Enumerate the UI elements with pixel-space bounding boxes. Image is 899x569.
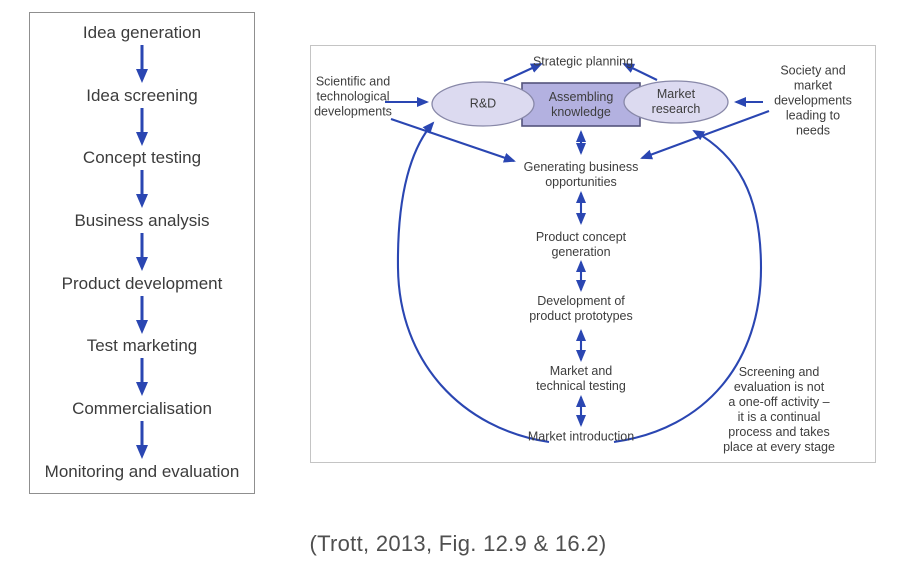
label-rd: R&D (469, 96, 497, 111)
step-idea-generation: Idea generation (82, 23, 202, 42)
label-assembling-knowledge: Assembling knowledge (548, 90, 614, 119)
step-monitoring-evaluation: Monitoring and evaluation (44, 461, 240, 481)
down-arrow-icon (136, 295, 148, 334)
label-development-prototypes: Development of product prototypes (529, 294, 633, 323)
down-arrow-icon (136, 420, 148, 459)
down-arrow-icon (136, 232, 148, 271)
label-market-research: Market research (651, 87, 701, 116)
down-arrow-icon (136, 170, 148, 209)
label-society-developments: Society and market developments leading … (774, 63, 852, 138)
step-business-analysis: Business analysis (74, 211, 210, 231)
label-market-introduction: Market introduction (527, 429, 635, 444)
label-scientific-developments: Scientific and technological development… (314, 74, 392, 119)
step-test-marketing: Test marketing (86, 336, 198, 356)
figure-caption: (Trott, 2013, Fig. 12.9 & 16.2) (309, 531, 607, 556)
down-arrow-icon (136, 44, 148, 83)
label-market-testing: Market and technical testing (536, 364, 626, 393)
label-screening-note: Screening and evaluation is not a one-of… (723, 365, 835, 454)
left-flowchart-panel: Idea generation Idea screening Concept t… (29, 12, 255, 494)
step-product-development: Product development (61, 273, 223, 293)
label-generating-business: Generating business opportunities (523, 160, 639, 189)
down-arrow-icon (136, 107, 148, 146)
step-idea-screening: Idea screening (86, 85, 198, 105)
step-concept-testing: Concept testing (82, 148, 202, 168)
label-product-concept: Product concept generation (535, 230, 627, 259)
down-arrow-icon (136, 358, 148, 397)
label-strategic-planning: Strategic planning (532, 54, 634, 69)
step-commercialisation: Commercialisation (72, 399, 212, 419)
